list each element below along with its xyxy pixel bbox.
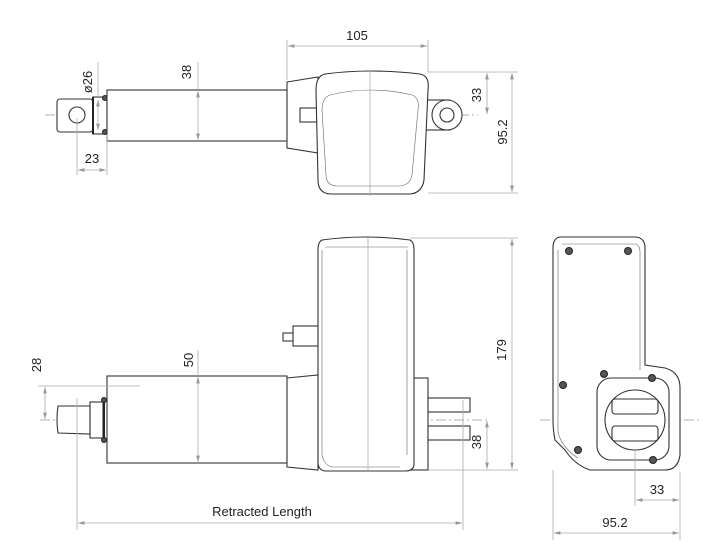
gearbox-adapter bbox=[286, 374, 319, 471]
dim-23-label: 23 bbox=[85, 151, 99, 166]
motor-housing bbox=[315, 70, 429, 195]
dim-105-label: 105 bbox=[346, 28, 368, 43]
dim-179-label: 179 bbox=[494, 339, 509, 361]
fork-tine-upper bbox=[427, 397, 471, 413]
outer-tube bbox=[106, 375, 288, 464]
screw-icon bbox=[559, 381, 567, 389]
dim-retracted-length-label: Retracted Length bbox=[212, 504, 312, 519]
dim-rod-diameter-label: ø26 bbox=[80, 71, 95, 93]
motor-housing bbox=[317, 236, 415, 472]
screw-icon bbox=[649, 456, 657, 464]
dim-28-label: 28 bbox=[29, 358, 44, 372]
screw-icon bbox=[574, 446, 582, 454]
rod-end bbox=[56, 405, 91, 435]
dim-95-2-label: 95.2 bbox=[495, 119, 510, 144]
end-view: 33 95.2 bbox=[540, 236, 700, 540]
dim-95-2-end-label: 95.2 bbox=[602, 515, 627, 530]
dim-33-end-label: 33 bbox=[650, 482, 664, 497]
outer-tube bbox=[106, 89, 288, 142]
screw-icon bbox=[600, 370, 608, 378]
fork-tine-lower bbox=[427, 425, 471, 441]
dim-33-label: 33 bbox=[469, 88, 484, 102]
rod-end bbox=[56, 98, 94, 133]
dim-38-label: 38 bbox=[469, 435, 484, 449]
side-view: 28 50 179 38 Retracted Length bbox=[29, 236, 518, 530]
rod-collar bbox=[89, 401, 104, 439]
screw-icon bbox=[648, 374, 656, 382]
top-view: 105 ø26 38 23 33 95.2 bbox=[45, 28, 518, 196]
dim-tube-38-label: 38 bbox=[179, 65, 194, 79]
rear-eye bbox=[431, 99, 463, 131]
rod-collar bbox=[92, 96, 108, 135]
motor-connector bbox=[292, 325, 319, 347]
screw-icon bbox=[565, 247, 573, 255]
screw-icon bbox=[624, 247, 632, 255]
dim-50-label: 50 bbox=[181, 353, 196, 367]
